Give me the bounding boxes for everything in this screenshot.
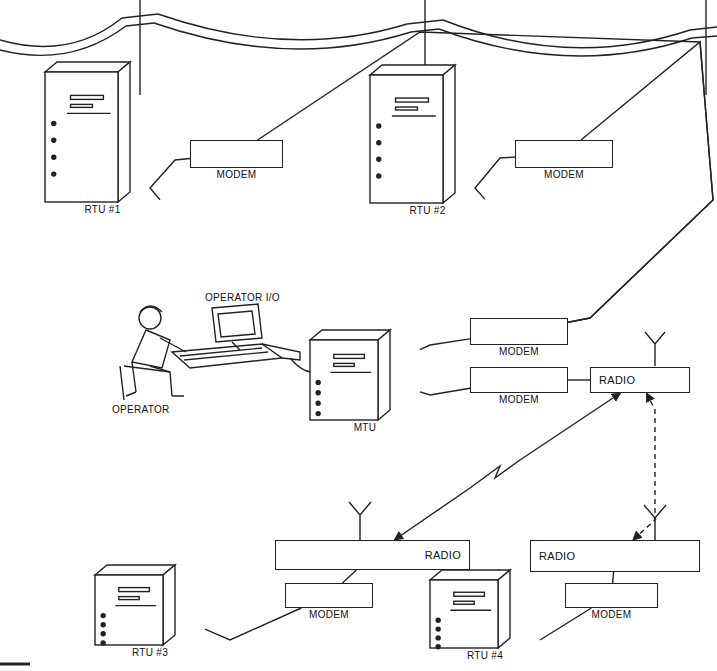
operator-figure [120,306,186,400]
rtu-unit: RTU #2 [370,65,485,203]
radio-box: RADIO [590,367,690,393]
antenna [349,502,371,540]
unit-label: RTU #1 [25,204,180,216]
box-label: MODEM [506,169,622,181]
cable [342,570,356,583]
cable [540,608,591,640]
rtu-cabinet [45,62,130,202]
box-label: RADIO [539,550,575,562]
rtu-cabinet [370,65,455,203]
rtu-cabinet [310,330,390,420]
rtu-cabinet [430,570,510,648]
telephone-wire [0,14,690,48]
box-label: MODEM [181,169,292,181]
unit-label: RTU #3 [75,647,225,659]
box-label: RADIO [425,549,461,561]
operator-console [172,304,300,368]
modem-box: MODEM [565,583,658,608]
modem-box: MODEM [470,318,568,345]
antenna [645,332,665,366]
cable [568,42,713,322]
modem-box: MODEM [515,140,613,168]
cable [420,339,470,350]
box-label: MODEM [276,609,382,621]
rtu-cabinet [95,565,175,645]
box-label: MODEM [556,609,667,621]
cable [150,159,190,200]
label-text: OPERATOR I/O [205,292,280,304]
unit-label: MTU [290,422,440,434]
cable [613,572,614,583]
box-label: MODEM [461,394,577,406]
rtu-unit: RTU #3 [95,565,205,645]
modem-box: MODEM [190,140,283,168]
cable [205,608,301,640]
box-label: RADIO [599,374,635,386]
cable [475,157,515,199]
unit-label: RTU #4 [410,650,560,662]
label-text: OPERATOR [112,404,170,416]
cable [568,379,590,380]
telephone-wire [0,23,692,56]
radio-link [633,393,655,540]
modem-box: MODEM [285,583,373,608]
cable [258,32,713,322]
modem-box: MODEM [470,367,568,393]
cable [420,388,470,395]
rtu-unit: RTU #1 [45,62,160,202]
rtu-unit: MTU [310,330,420,420]
radio-box: RADIO [275,540,470,570]
page-mark [0,663,30,666]
rtu-unit: RTU #4 [430,570,540,648]
radio-box: RADIO [530,540,700,572]
unit-label: RTU #2 [350,205,505,217]
console-cable [290,358,312,372]
box-label: MODEM [461,346,577,358]
radio-link [394,393,620,540]
